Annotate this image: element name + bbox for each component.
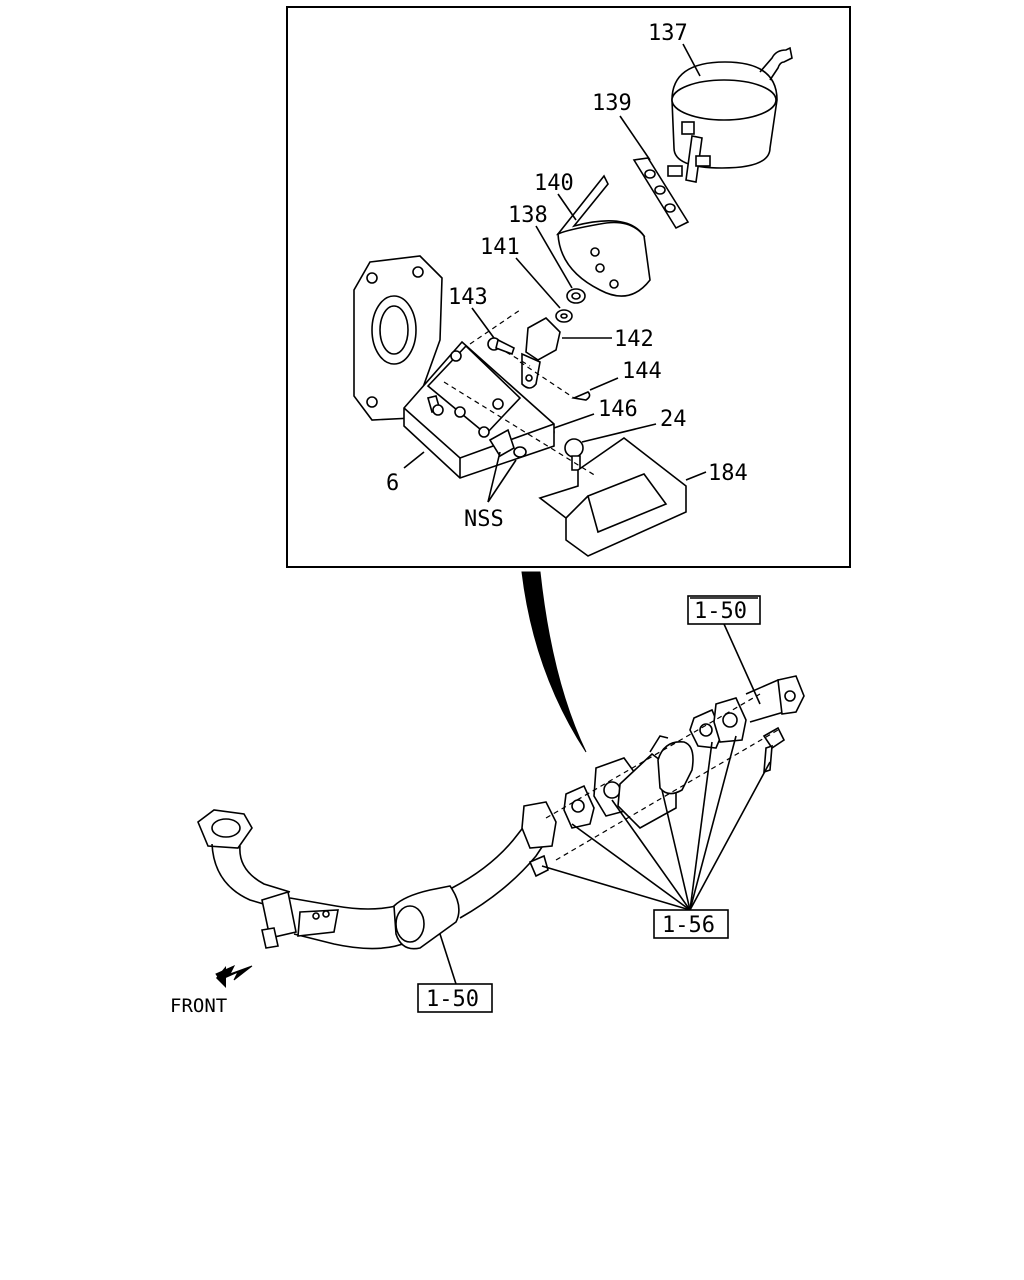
svg-text:1-50: 1-50	[694, 599, 747, 624]
callout-nss: NSS	[464, 507, 504, 532]
part-142-link	[521, 317, 561, 389]
callout-143: 143	[448, 285, 488, 310]
part-141-nut	[555, 309, 573, 323]
part-184-cover	[538, 437, 687, 557]
part-139-gasket	[632, 157, 690, 230]
svg-text:1-50: 1-50	[426, 987, 479, 1012]
callout-146: 146	[598, 397, 638, 422]
part-6-valve-body	[353, 255, 555, 479]
svg-text:1-56: 1-56	[662, 913, 715, 938]
callout-138: 138	[508, 203, 548, 228]
callout-24: 24	[660, 407, 687, 432]
part-24-bolt	[564, 438, 584, 471]
detail-inset-frame	[286, 6, 851, 568]
part-137-actuator	[667, 46, 793, 183]
callout-140: 140	[534, 171, 574, 196]
callout-141: 141	[480, 235, 520, 260]
front-label: FRONT	[170, 995, 227, 1017]
reference-box-1-56: 1-56	[653, 909, 729, 939]
front-arrow-icon	[215, 964, 253, 988]
part-138-nut	[566, 288, 586, 304]
callout-184: 184	[708, 461, 748, 486]
callout-144: 144	[622, 359, 662, 384]
detail-pointer	[521, 571, 587, 753]
callout-137: 137	[648, 21, 688, 46]
reference-box-1-50-bottom: 1-50	[417, 983, 493, 1013]
callout-139: 139	[592, 91, 632, 116]
callout-142: 142	[614, 327, 654, 352]
callout-6: 6	[386, 471, 399, 496]
part-144-clip	[571, 391, 591, 401]
reference-box-1-50-top: 1-50	[687, 595, 761, 625]
part-140-bracket	[555, 174, 651, 297]
exhaust-assembly	[197, 675, 805, 950]
part-143-bolt	[487, 337, 515, 356]
